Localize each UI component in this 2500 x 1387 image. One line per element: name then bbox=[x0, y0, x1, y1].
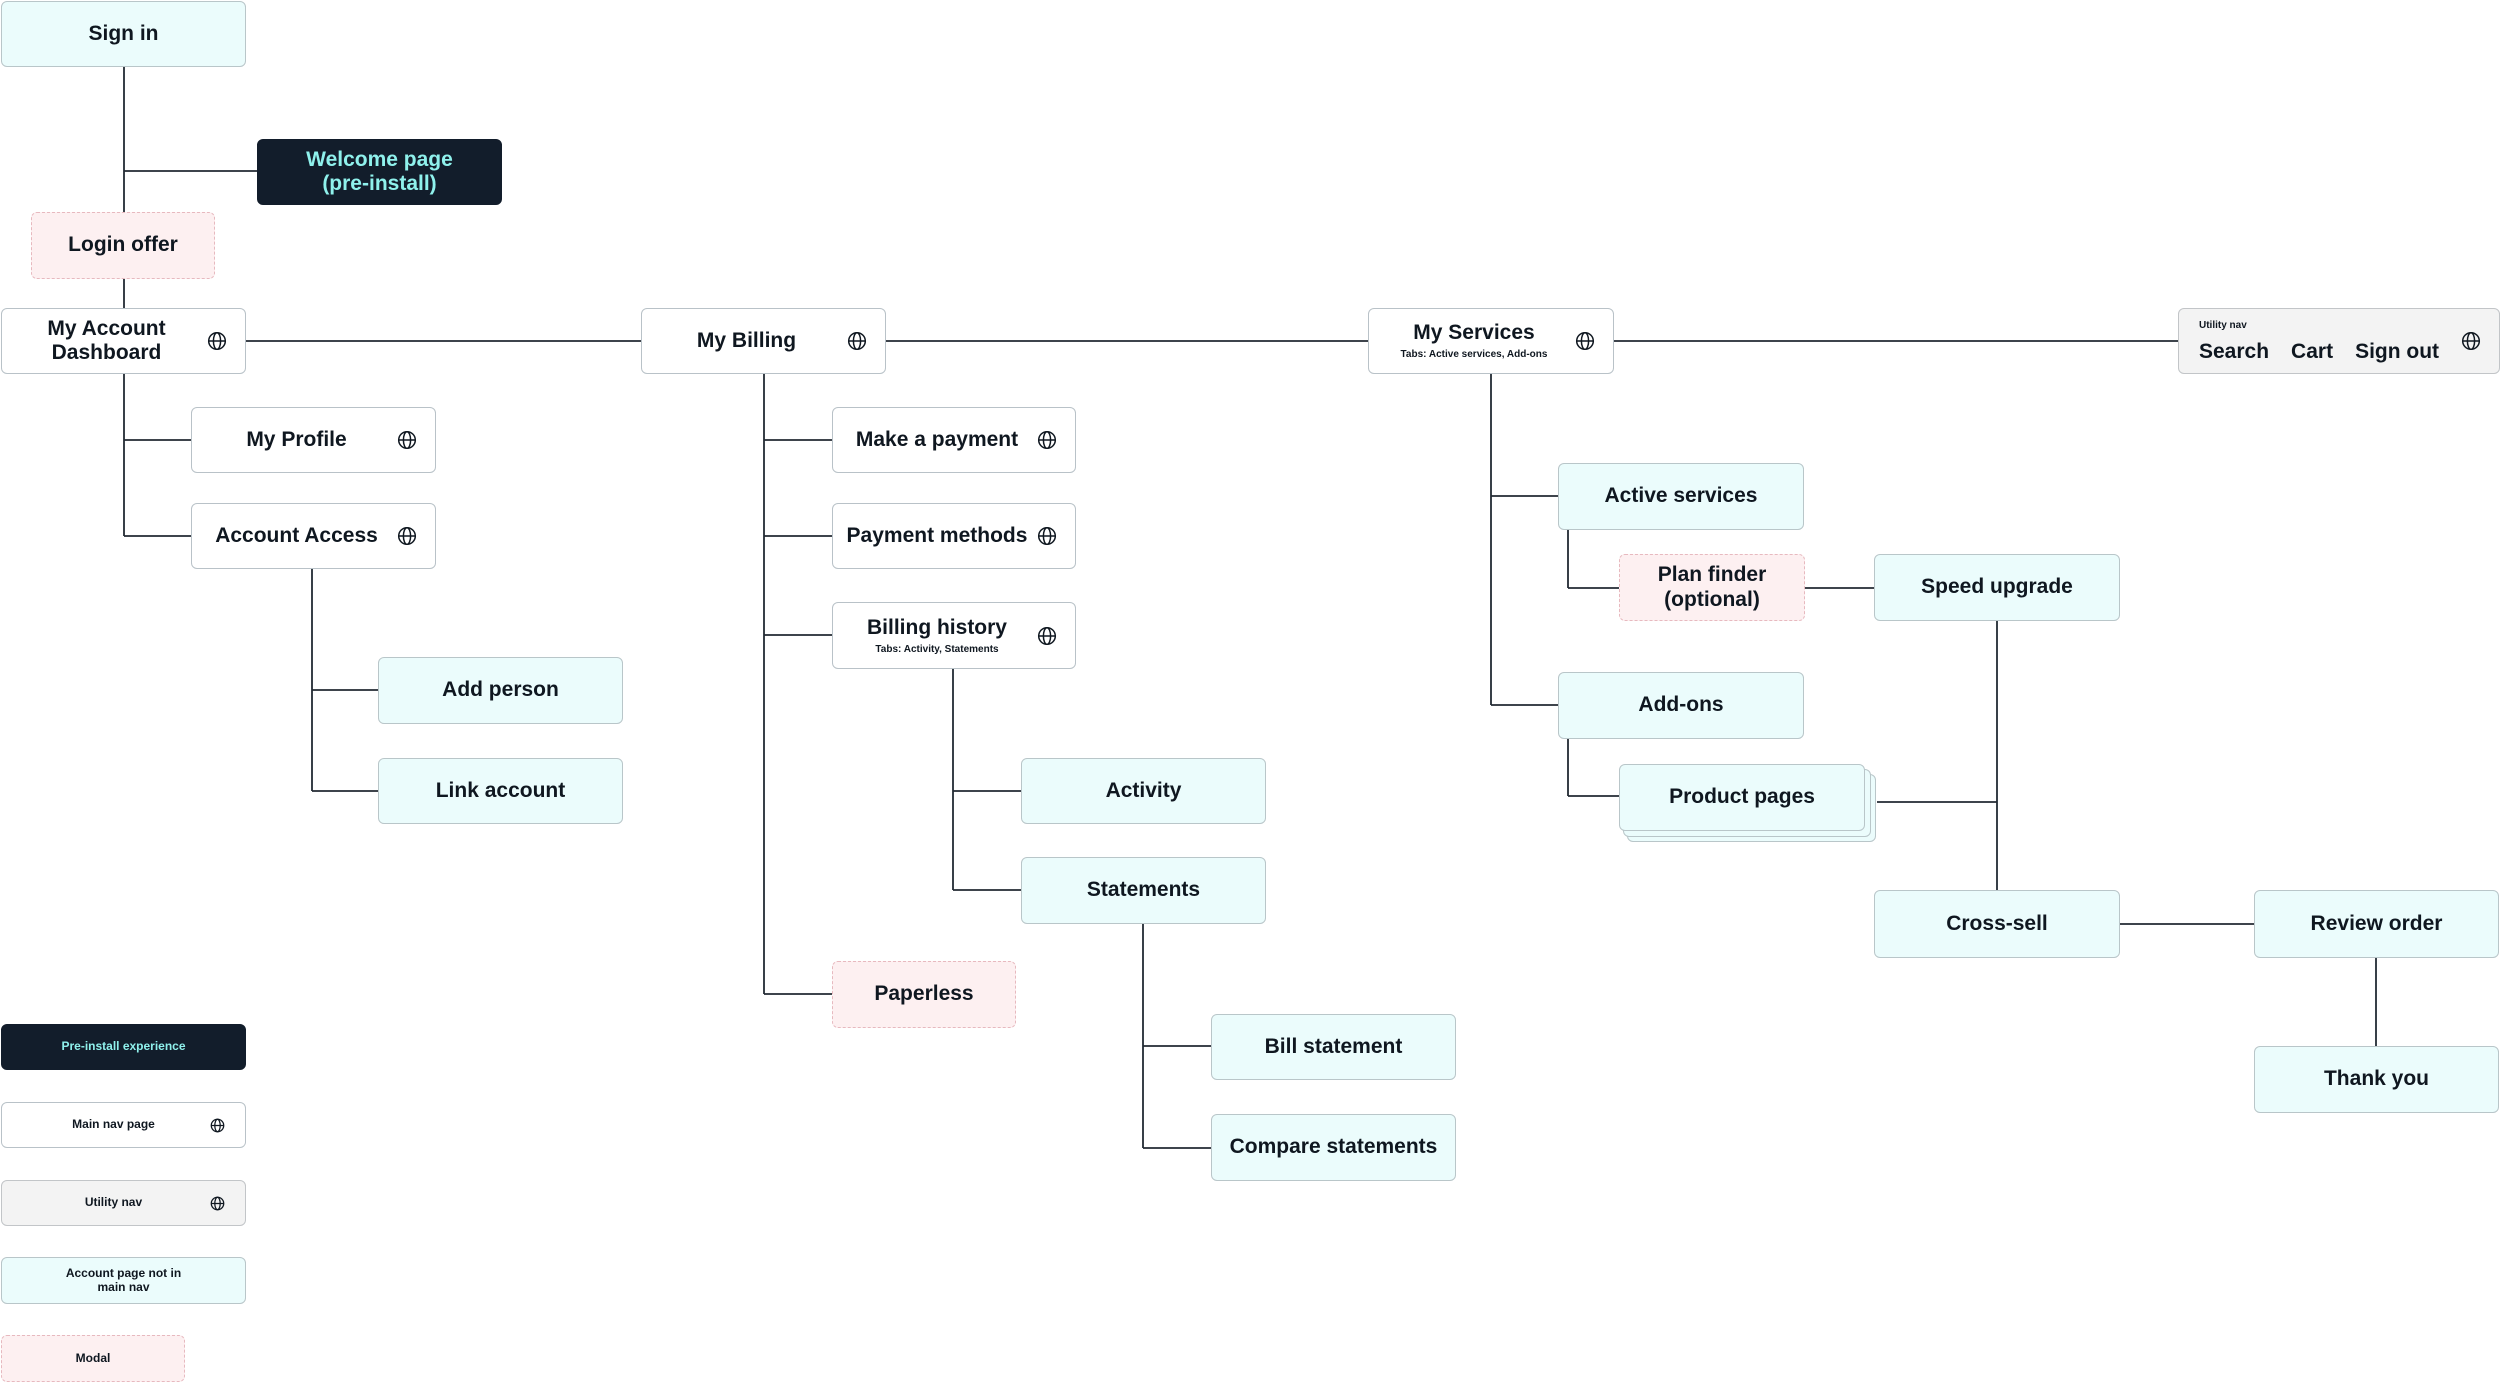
statements-node: Statements bbox=[1021, 857, 1266, 924]
my-account-dashboard-node: My Account Dashboard bbox=[1, 308, 246, 374]
compare-statements-label: Compare statements bbox=[1229, 1135, 1438, 1159]
globe-icon bbox=[1037, 526, 1057, 546]
globe-icon bbox=[1037, 430, 1057, 450]
welcome-page-node: Welcome page (pre-install) bbox=[257, 139, 502, 205]
globe-icon bbox=[397, 526, 417, 546]
globe-icon bbox=[1575, 331, 1595, 351]
speed-upgrade-label: Speed upgrade bbox=[1921, 575, 2073, 599]
make-a-payment-node: Make a payment bbox=[832, 407, 1076, 473]
globe-icon bbox=[397, 430, 417, 450]
link-account-label: Link account bbox=[435, 778, 566, 802]
utility-nav-links: Search Cart Sign out bbox=[2199, 340, 2439, 364]
globe-icon bbox=[847, 331, 867, 351]
payment-methods-label: Payment methods bbox=[846, 523, 1028, 547]
globe-icon bbox=[210, 1118, 225, 1132]
my-services-label: My Services bbox=[1413, 321, 1535, 345]
billing-history-node: Billing history Tabs: Activity, Statemen… bbox=[832, 602, 1076, 669]
bill-statement-node: Bill statement bbox=[1211, 1014, 1456, 1080]
legend-account-page: Account page not in main nav bbox=[1, 1257, 246, 1304]
thank-you-label: Thank you bbox=[2323, 1067, 2429, 1091]
my-services-node: My Services Tabs: Active services, Add-o… bbox=[1368, 308, 1614, 374]
my-services-tabs-note: Tabs: Active services, Add-ons bbox=[1400, 349, 1548, 361]
legend-modal: Modal bbox=[1, 1335, 185, 1382]
legend-modal-label: Modal bbox=[75, 1350, 111, 1365]
billing-history-label: Billing history bbox=[866, 615, 1007, 639]
thank-you-node: Thank you bbox=[2254, 1046, 2499, 1113]
legend-pre-install: Pre-install experience bbox=[1, 1024, 246, 1070]
add-person-label: Add person bbox=[442, 678, 559, 702]
my-billing-node: My Billing bbox=[641, 308, 886, 374]
account-access-node: Account Access bbox=[191, 503, 436, 569]
activity-node: Activity bbox=[1021, 758, 1266, 824]
link-account-node: Link account bbox=[378, 758, 623, 824]
review-order-node: Review order bbox=[2254, 890, 2499, 958]
billing-history-tabs-note: Tabs: Activity, Statements bbox=[875, 643, 999, 655]
paperless-label: Paperless bbox=[874, 982, 974, 1006]
globe-icon bbox=[207, 331, 227, 351]
active-services-label: Active services bbox=[1604, 484, 1758, 508]
sign-in-label: Sign in bbox=[88, 21, 159, 45]
add-person-node: Add person bbox=[378, 657, 623, 724]
utility-search-link: Search bbox=[2199, 340, 2270, 363]
sign-in-node: Sign in bbox=[1, 1, 246, 67]
speed-upgrade-node: Speed upgrade bbox=[1874, 554, 2120, 621]
legend-account-page-label: Account page not in main nav bbox=[65, 1265, 182, 1294]
plan-finder-label: Plan finder (optional) bbox=[1657, 563, 1767, 611]
product-pages-label: Product pages bbox=[1669, 785, 1815, 809]
my-account-dashboard-label: My Account Dashboard bbox=[47, 316, 166, 364]
utility-sign-out-link: Sign out bbox=[2355, 340, 2440, 363]
legend-main-nav-label: Main nav page bbox=[72, 1117, 155, 1132]
activity-label: Activity bbox=[1105, 778, 1182, 802]
login-offer-node: Login offer bbox=[31, 212, 215, 279]
product-pages-node: Product pages bbox=[1619, 764, 1865, 831]
active-services-node: Active services bbox=[1558, 463, 1804, 530]
utility-cart-link: Cart bbox=[2291, 340, 2334, 363]
legend-main-nav: Main nav page bbox=[1, 1102, 246, 1148]
cross-sell-label: Cross-sell bbox=[1946, 911, 2048, 935]
add-ons-node: Add-ons bbox=[1558, 672, 1804, 739]
add-ons-label: Add-ons bbox=[1638, 693, 1724, 717]
globe-icon bbox=[2461, 331, 2481, 351]
legend-utility-nav-label: Utility nav bbox=[84, 1195, 143, 1210]
my-profile-node: My Profile bbox=[191, 407, 436, 473]
make-a-payment-label: Make a payment bbox=[855, 427, 1019, 451]
my-profile-label: My Profile bbox=[246, 427, 347, 451]
legend-pre-install-label: Pre-install experience bbox=[61, 1039, 186, 1054]
statements-label: Statements bbox=[1086, 878, 1201, 902]
my-billing-label: My Billing bbox=[696, 328, 797, 352]
account-access-label: Account Access bbox=[215, 523, 378, 547]
compare-statements-node: Compare statements bbox=[1211, 1114, 1456, 1181]
legend-utility-nav: Utility nav bbox=[1, 1180, 246, 1226]
utility-nav-caption: Utility nav bbox=[2199, 320, 2247, 331]
cross-sell-node: Cross-sell bbox=[1874, 890, 2120, 958]
login-offer-label: Login offer bbox=[68, 233, 178, 257]
globe-icon bbox=[210, 1196, 225, 1210]
review-order-label: Review order bbox=[2310, 911, 2443, 935]
globe-icon bbox=[1037, 626, 1057, 645]
welcome-page-label: Welcome page (pre-install) bbox=[306, 147, 453, 195]
paperless-node: Paperless bbox=[832, 961, 1016, 1028]
plan-finder-node: Plan finder (optional) bbox=[1619, 554, 1805, 621]
bill-statement-label: Bill statement bbox=[1264, 1034, 1403, 1058]
utility-nav-node: Utility nav Search Cart Sign out bbox=[2178, 308, 2500, 374]
payment-methods-node: Payment methods bbox=[832, 503, 1076, 569]
